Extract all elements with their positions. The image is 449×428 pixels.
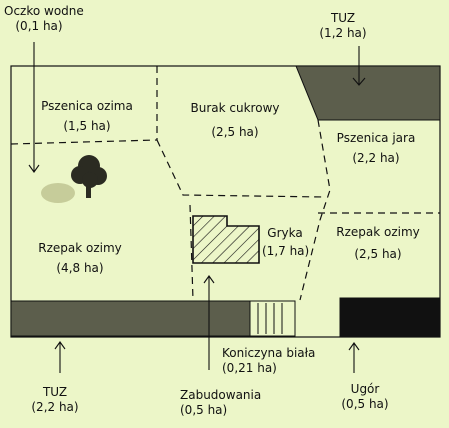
tree-icon [71, 155, 107, 198]
label-gryka: Gryka (1,7 ha) [262, 226, 310, 258]
label-pszenica-jara: Pszenica jara (2,2 ha) [336, 131, 416, 165]
label-ugor: Ugór (0,5 ha) [341, 382, 389, 411]
label-zabudowania: Zabudowania (0,5 ha) [180, 388, 262, 417]
tuz-bottom-arrow-icon [54, 341, 66, 373]
tuz-top-arrow-icon [352, 46, 366, 86]
label-burak-cukrowy: Burak cukrowy (2,5 ha) [190, 101, 280, 139]
label-pszenica-ozima: Pszenica ozima (1,5 ha) [41, 99, 133, 133]
tuz-top-area [295, 65, 441, 121]
label-tuz-bottom: TUZ (2,2 ha) [31, 385, 79, 414]
label-rzepak-ozimy-left: Rzepak ozimy (4,8 ha) [38, 241, 122, 275]
zabudowania-arrow-icon [203, 275, 215, 370]
oczko-arrow-icon [28, 42, 40, 173]
ugor-arrow-icon [348, 342, 360, 373]
gryka-plot [192, 215, 260, 264]
koniczyna-strip [249, 300, 296, 337]
pond-icon [41, 183, 75, 203]
label-oczko-wodne: Oczko wodne (0,1 ha) [4, 4, 84, 33]
label-koniczyna-biala: Koniczyna biała (0,21 ha) [222, 346, 316, 375]
tuz-bottom-strip [10, 300, 251, 337]
label-rzepak-ozimy-right: Rzepak ozimy (2,5 ha) [336, 225, 420, 261]
field-boundary [10, 65, 441, 338]
field-dividers [10, 66, 440, 301]
ugor-strip [339, 297, 441, 337]
pointer-arrows [28, 42, 366, 373]
label-tuz-top: TUZ (1,2 ha) [319, 11, 367, 40]
